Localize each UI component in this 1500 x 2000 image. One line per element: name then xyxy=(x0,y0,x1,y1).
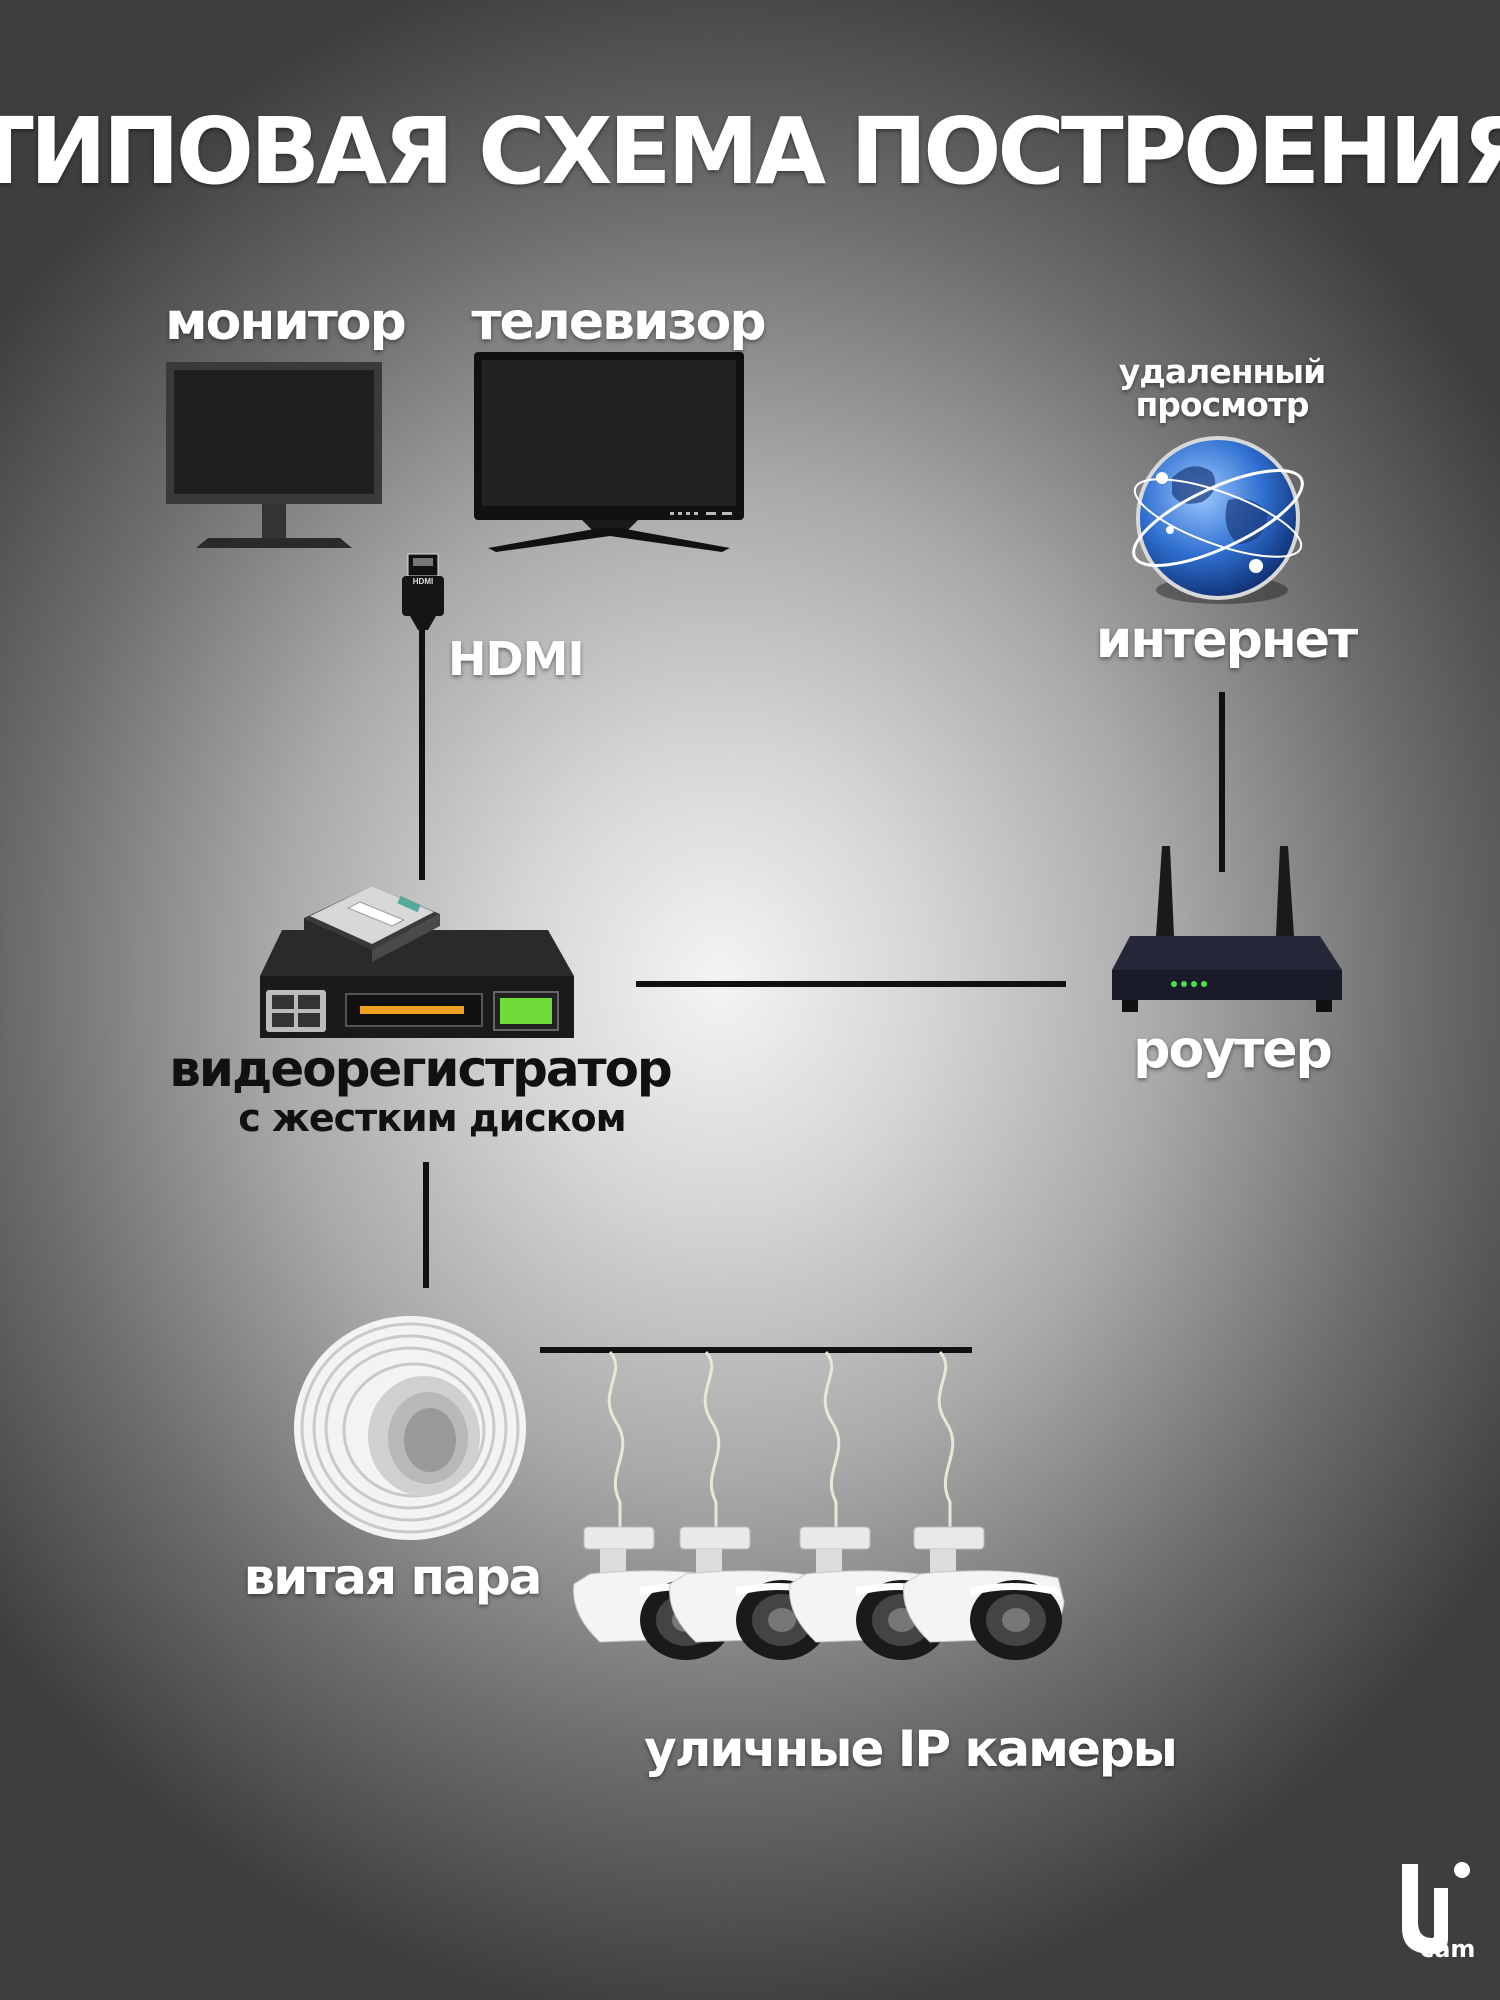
ucam-logo-icon xyxy=(1402,1862,1470,1954)
ip-cameras-label: уличные IP камеры xyxy=(644,1720,1178,1778)
dvr-label: видеорегистратор xyxy=(169,1040,672,1098)
twisted-pair-label: витая пара xyxy=(243,1548,543,1606)
dvr-sublabel: с жестким диском xyxy=(238,1096,626,1140)
page-title: ТИПОВАЯ СХЕМА ПОСТРОЕНИЯ xyxy=(0,98,1500,205)
hdmi-plug-text: HDMI xyxy=(413,577,433,586)
remote-view-label: удаленный просмотр xyxy=(1118,352,1327,424)
router-label: роутер xyxy=(1133,1020,1332,1080)
remote-view-line2: просмотр xyxy=(1135,385,1309,424)
tv-label: телевизор xyxy=(471,292,766,352)
hdmi-label: HDMI xyxy=(448,632,585,686)
remote-view-line1: удаленный xyxy=(1118,352,1327,391)
logo-text: cam xyxy=(1420,1935,1476,1963)
internet-label: интернет xyxy=(1095,610,1358,670)
monitor-label: монитор xyxy=(165,292,407,352)
